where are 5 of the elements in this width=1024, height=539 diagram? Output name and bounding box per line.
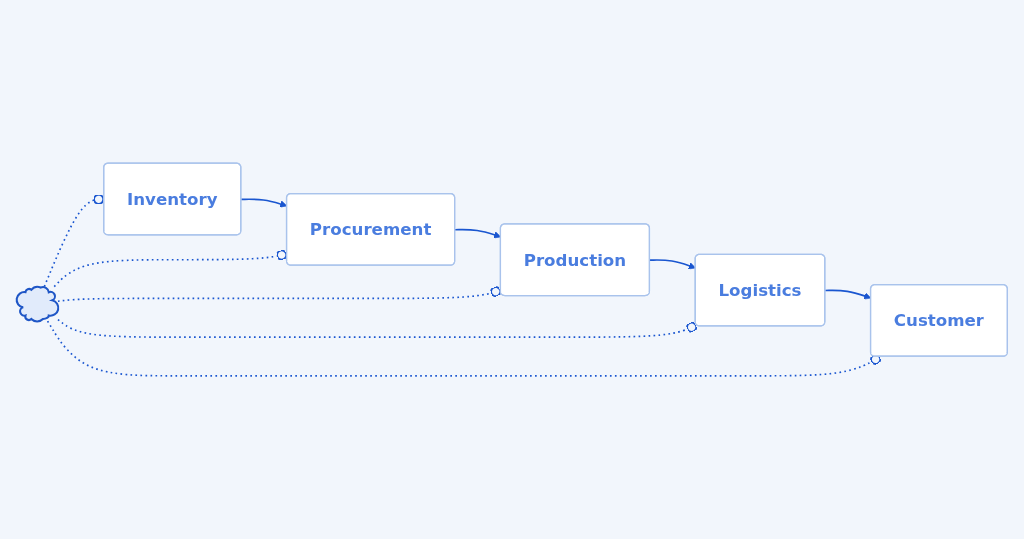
connector (46, 320, 882, 377)
connector (57, 286, 502, 303)
arrow (649, 259, 696, 270)
connector (57, 318, 698, 338)
node-cloud (15, 285, 60, 323)
